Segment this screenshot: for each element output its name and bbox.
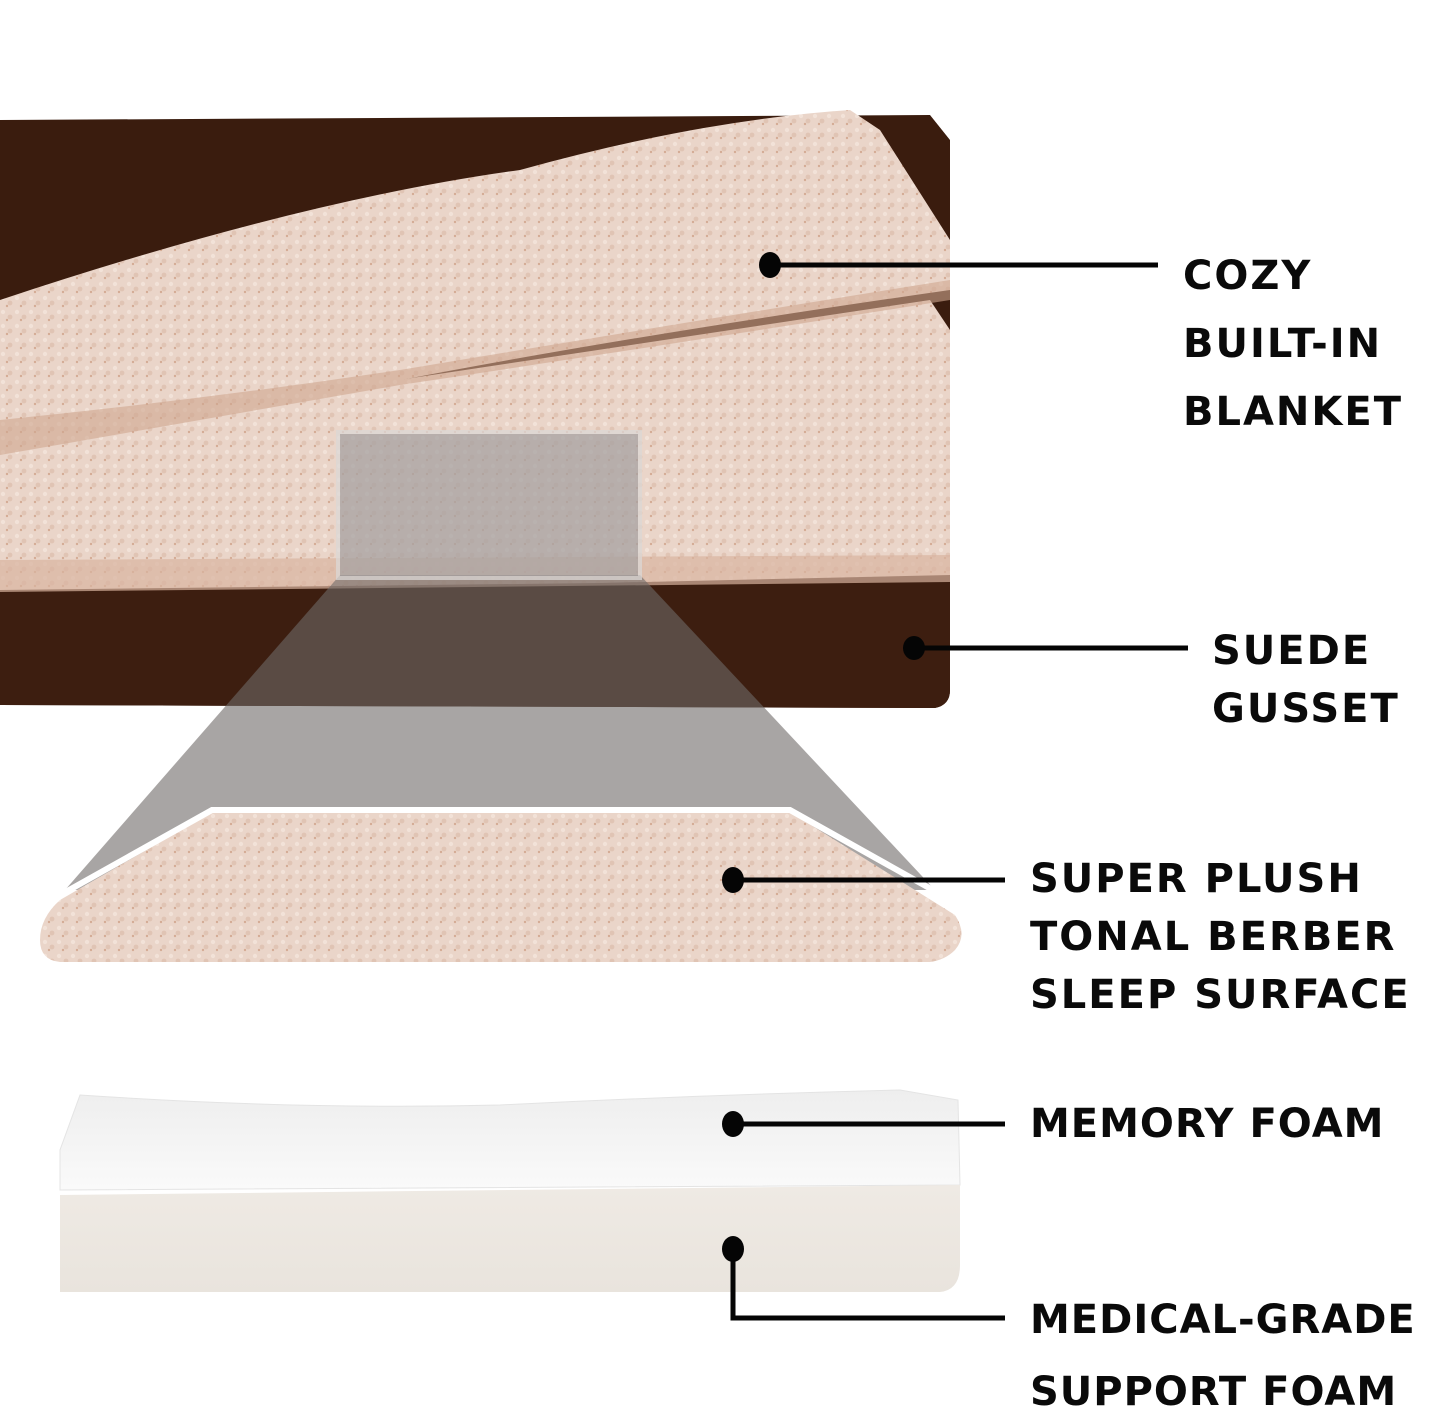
callout-blanket-line-1: COZY: [1183, 253, 1313, 299]
callout-sleep-surface-line-1: SUPER PLUSH: [1030, 856, 1363, 902]
callout-blanket-line-2: BUILT-IN: [1183, 321, 1383, 367]
callout-support-foam: MEDICAL-GRADE SUPPORT FOAM: [1030, 1284, 1416, 1428]
callout-support-foam-line-2: SUPPORT FOAM: [1030, 1369, 1398, 1415]
callout-gusset: SUEDE GUSSET: [1212, 622, 1400, 738]
callout-memory-foam-line-1: MEMORY FOAM: [1030, 1101, 1385, 1147]
callout-blanket-line-3: BLANKET: [1183, 389, 1404, 435]
callout-sleep-surface: SUPER PLUSH TONAL BERBER SLEEP SURFACE: [1030, 850, 1411, 1024]
callout-sleep-surface-line-3: SLEEP SURFACE: [1030, 972, 1411, 1018]
callout-memory-foam: MEMORY FOAM: [1030, 1088, 1384, 1160]
callout-support-foam-line-1: MEDICAL-GRADE: [1030, 1297, 1416, 1343]
foam-stack: [59, 1089, 961, 1292]
callout-gusset-line-1: SUEDE: [1212, 628, 1372, 674]
callout-connectors: [722, 252, 1188, 1321]
blanket-fold: [0, 110, 950, 455]
callout-sleep-surface-line-2: TONAL BERBER: [1030, 914, 1397, 960]
sleep-surface-slab: [40, 807, 962, 962]
callout-gusset-line-2: GUSSET: [1212, 686, 1400, 732]
callout-blanket: COZY BUILT-IN BLANKET: [1183, 242, 1403, 446]
